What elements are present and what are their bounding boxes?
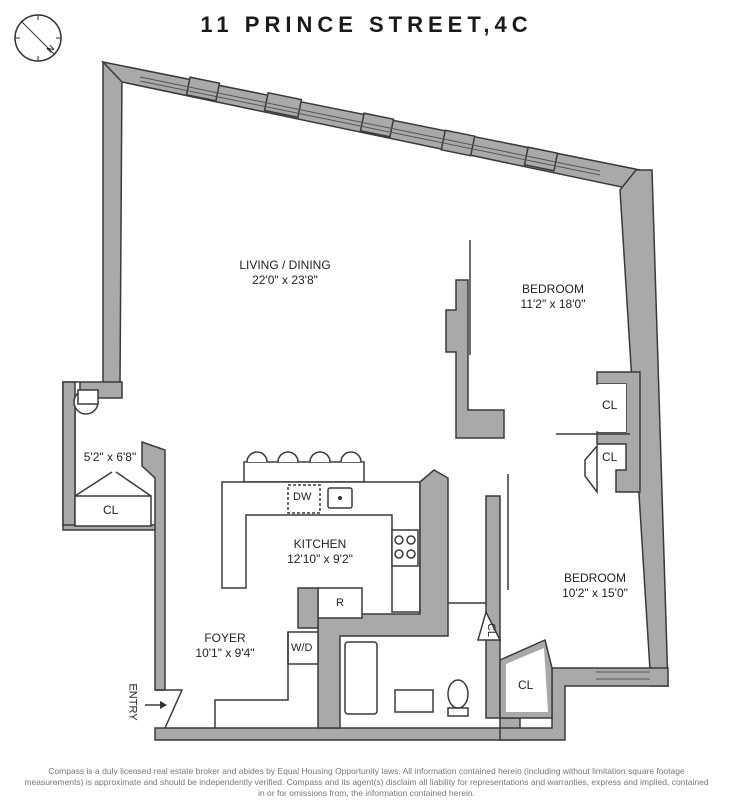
entry-door-swing [155,689,184,729]
bathtub [344,641,378,715]
wall-foyer-kitchen [297,587,319,629]
room-label-bedroom-2: BEDROOM 10'2" x 15'0" [545,571,645,601]
tag-closet-bedroom-2: CL [518,678,534,692]
tag-closet-bedroom-lower: CL [602,450,618,464]
room-dims-closet-left: 5'2" x 6'8" [83,450,137,464]
dishwasher [287,484,321,514]
legal-disclaimer: Compass is a duly licensed real estate b… [24,766,709,798]
listing-title: 11 PRINCE STREET,4C [200,12,533,37]
room-label-foyer: FOYER 10'1" x 9'4" [175,631,275,661]
wall-entry-left [141,440,166,691]
bathroom-vanity [394,689,434,713]
closet-bath-swing [477,609,502,641]
exterior-wall-left [102,60,123,387]
room-name-bedroom-1: BEDROOM [521,282,584,296]
stove-burners [391,529,419,567]
room-dims-bedroom-1: 11'2" x 18'0" [520,297,586,311]
room-name-kitchen: KITCHEN [293,537,347,551]
closet-left-box [74,495,152,527]
tag-closet-bedroom-upper: CL [602,398,618,412]
wall-bath-bedroom [485,495,501,719]
room-name-foyer: FOYER [204,631,246,645]
washer-dryer [287,631,319,665]
window-glazing [139,76,601,176]
room-name-living: LIVING / DINING [239,258,331,272]
tag-washer-dryer: W/D [291,642,313,654]
tag-dishwasher: DW [293,491,312,503]
wall-center-column [445,279,505,439]
compass-north-letter: N [45,43,57,55]
tag-closet-bath: CL [485,622,498,638]
closet-bedroom2-box [506,648,548,712]
refrigerator [317,587,363,619]
closet-left-doors [74,471,152,497]
bar-stools [246,451,362,463]
north-compass-icon: N [14,14,62,62]
room-label-living: LIVING / DINING 22'0" x 23'8" [225,258,345,288]
room-name-bedroom-2: BEDROOM [563,571,626,585]
room-label-kitchen: KITCHEN 12'10" x 9'2" [270,537,370,567]
room-dims-foyer: 10'1" x 9'4" [195,646,255,660]
room-dims-bedroom-2: 10'2" x 15'0" [562,586,628,600]
tag-closet-left: CL [103,503,119,517]
tag-refrigerator: R [336,597,344,609]
tag-entry: ENTRY [126,683,139,721]
room-label-bedroom-1: BEDROOM 11'2" x 18'0" [503,282,603,312]
closet-upper-box [598,384,626,432]
kitchen-island-bar [243,461,365,483]
room-dims-kitchen: 12'10" x 9'2" [287,552,353,566]
closet-door-swing [584,443,598,495]
room-dims-living: 22'0" x 23'8" [252,273,318,287]
wall-kitchen-right [317,469,449,729]
toilet [447,679,469,709]
foyer-wall-lower [214,632,289,728]
